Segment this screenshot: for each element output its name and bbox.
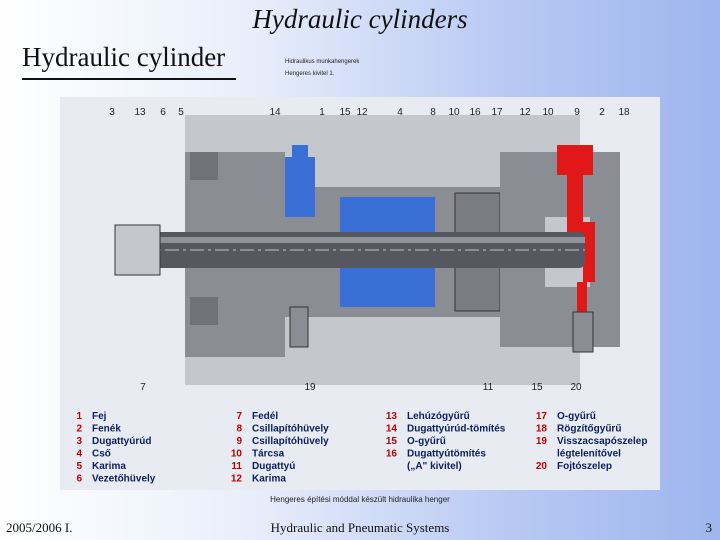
callout-bottom-7: 7 (140, 382, 146, 393)
legend-label: Dugattyúrúd (92, 436, 151, 447)
callout-top-3: 3 (109, 107, 115, 118)
callout-bottom-11: 11 (483, 382, 494, 393)
subtitle-underline (22, 78, 236, 80)
legend-label: Karima (92, 461, 126, 472)
legend-label: Dugattyútömítés (407, 449, 486, 460)
footer-date: 2005/2006 I. (6, 520, 73, 535)
callout-top-18: 18 (618, 107, 630, 118)
legend-number: 9 (236, 436, 242, 447)
legend-number: 8 (236, 424, 242, 435)
legend-number: 5 (76, 461, 82, 472)
legend-number: 20 (536, 461, 548, 472)
callout-top-6: 6 (160, 107, 166, 118)
legend-label: Karima (252, 474, 286, 485)
callout-top-15: 15 (339, 107, 351, 118)
legend-label: Dugattyú (252, 461, 295, 472)
legend-label: Cső (92, 449, 111, 460)
flange-bolt-top (190, 152, 218, 180)
legend-label: O-gyűrű (557, 411, 596, 422)
callout-top-16: 16 (469, 107, 481, 118)
slide-title: Hydraulic cylinders (252, 4, 468, 34)
callout-top-9: 9 (574, 107, 580, 118)
note-line-2: Hengeres kivitel 1. (285, 71, 335, 77)
legend-label: Vezetőhüvely (92, 474, 156, 485)
callout-top-10: 10 (448, 107, 460, 118)
flange-bolt-bottom (190, 297, 218, 325)
callout-top-10: 10 (542, 107, 554, 118)
throttle-valve (572, 311, 594, 353)
figure-caption: Hengeres építési móddal készült hidrauli… (270, 495, 450, 504)
legend-label: légtelenítővel (557, 449, 621, 460)
bottom-callouts: 7 19 11 15 20 (140, 382, 582, 393)
callout-top-1: 1 (319, 107, 325, 118)
rod-end (114, 224, 161, 276)
legend-label: Lehúzógyűrű (407, 411, 470, 422)
callout-top-14: 14 (269, 107, 281, 118)
legend-number: 10 (231, 449, 243, 460)
callout-bottom-15: 15 (531, 382, 543, 393)
callout-bottom-19: 19 (304, 382, 316, 393)
legend-label: Fedél (252, 411, 278, 422)
footer-page-number: 3 (705, 520, 713, 535)
legend-number: 7 (236, 411, 242, 422)
legend-number: 13 (386, 411, 398, 422)
top-callouts: 3 13 6 5 14 1 15 12 4 8 10 16 17 12 10 9 2 18 (109, 107, 630, 118)
callout-top-4: 4 (397, 107, 403, 118)
legend-label: Visszacsapószelep (557, 436, 647, 447)
legend-number: 1 (76, 411, 82, 422)
legend-number: 4 (76, 449, 82, 460)
legend-label: Tárcsa (252, 449, 285, 460)
port-blue (285, 157, 315, 217)
legend-number: 3 (76, 436, 82, 447)
legend-number: 18 (536, 424, 548, 435)
callout-top-8: 8 (430, 107, 436, 118)
legend-label: Fenék (92, 424, 121, 435)
callout-top-12: 12 (356, 107, 368, 118)
legend-number: 14 (386, 424, 398, 435)
check-valve (289, 306, 309, 348)
callout-top-2: 2 (599, 107, 605, 118)
callout-bottom-20: 20 (570, 382, 582, 393)
legend-label: Rögzítőgyűrű (557, 424, 621, 435)
callout-top-5: 5 (178, 107, 184, 118)
legend-number: 2 (76, 424, 82, 435)
legend-label: Fojtószelep (557, 461, 612, 472)
callout-top-12: 12 (519, 107, 531, 118)
footer-course: Hydraulic and Pneumatic Systems (270, 520, 450, 535)
legend-number: 12 (231, 474, 243, 485)
slide-subtitle: Hydraulic cylinder (22, 42, 226, 72)
legend-label: Dugattyúrúd-tömítés (407, 424, 506, 435)
legend-label: Csillapítóhüvely (252, 436, 329, 447)
legend-label: O-gyűrű (407, 436, 446, 447)
legend-label: Csillapítóhüvely (252, 424, 329, 435)
note-line-1: Hidraulikus munkahengerek (285, 59, 360, 65)
legend-number: 6 (76, 474, 82, 485)
legend-number: 15 (386, 436, 398, 447)
legend-number: 16 (386, 449, 398, 460)
port-red (557, 145, 593, 175)
legend-number: 11 (231, 461, 242, 472)
legend-number: 19 (536, 436, 548, 447)
legend-number: 17 (536, 411, 548, 422)
legend-label: Fej (92, 411, 107, 422)
callout-top-17: 17 (491, 107, 503, 118)
callout-top-13: 13 (134, 107, 146, 118)
legend-label: („A" kivitel) (407, 461, 462, 472)
